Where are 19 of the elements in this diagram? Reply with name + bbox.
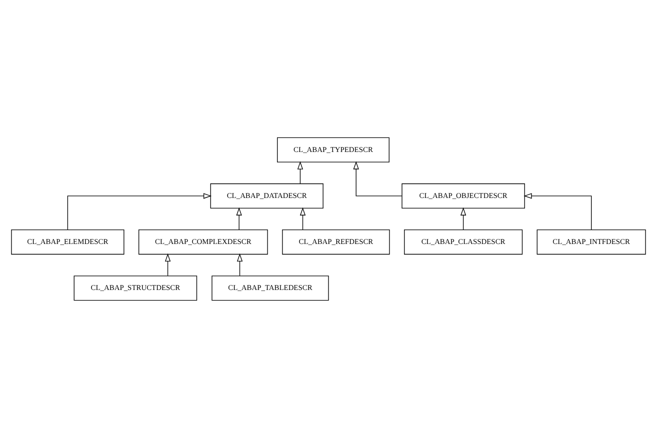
node-box: CL_ABAP_INTFDESCR xyxy=(536,229,646,254)
arrow xyxy=(236,252,243,276)
node-box: CL_ABAP_COMPLEXDESCR xyxy=(138,229,268,254)
node-box: CL_ABAP_CLASSDESCR xyxy=(404,229,523,254)
arrow xyxy=(297,160,304,184)
node-box: CL_ABAP_DATADESCR xyxy=(210,182,324,208)
node-box: CL_ABAP_STRUCTDESCR xyxy=(74,275,198,300)
arrow xyxy=(67,192,212,230)
node-box: CL_ABAP_REFDESCR xyxy=(282,229,390,254)
node-box: CL_ABAP_ELEMDESCR xyxy=(11,229,124,254)
arrow xyxy=(300,206,306,230)
node-box: CL_ABAP_OBJECTDESCR xyxy=(402,182,525,208)
arrow xyxy=(353,160,402,196)
arrow xyxy=(524,192,592,230)
node-box: CL_ABAP_TABLEDESCR xyxy=(212,275,329,300)
arrow xyxy=(164,252,171,276)
arrow xyxy=(236,206,242,230)
node-box: CL_ABAP_TYPEDESCR xyxy=(277,136,390,162)
arrow xyxy=(460,206,466,230)
